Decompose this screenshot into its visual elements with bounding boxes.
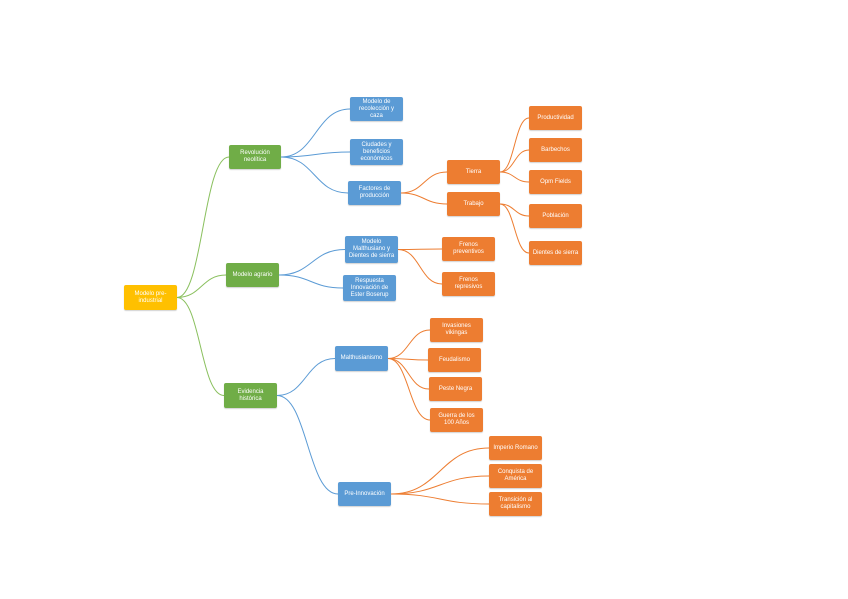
node-factores-produccion[interactable]: Factores de producción — [348, 181, 401, 205]
node-label: Barbechos — [541, 146, 570, 153]
node-modelo-agrario[interactable]: Modelo agrario — [226, 263, 279, 287]
connector-frenos-preventivos — [397, 248, 443, 250]
node-label: Pre-Innovación — [344, 490, 385, 497]
node-label: Frenos represivos — [454, 277, 483, 290]
connector-revolucion-neolitica — [176, 156, 230, 298]
node-trabajo[interactable]: Trabajo — [447, 192, 500, 216]
node-pre-innovacion[interactable]: Pre-Innovación — [338, 482, 391, 506]
node-label: Productividad — [537, 114, 574, 121]
node-label: Transición al capitalismo — [498, 497, 533, 510]
node-transicion-capitalismo[interactable]: Transición al capitalismo — [489, 492, 542, 516]
node-label: Modelo Malthusiano y Dientes de sierra — [348, 239, 395, 259]
node-frenos-preventivos[interactable]: Frenos preventivos — [442, 237, 495, 261]
node-label: Modelo pre-industrial — [134, 290, 167, 304]
node-label: Invasiones vikingas — [442, 323, 471, 336]
connector-conquista-america — [390, 475, 490, 495]
connector-transicion-capitalismo — [390, 493, 490, 505]
connector-frenos-represivos — [397, 249, 443, 285]
connector-peste-negra — [387, 358, 430, 390]
connector-modelo-agrario — [176, 274, 227, 298]
node-label: Ciudades y beneficios económicos — [360, 141, 393, 162]
node-label: Trabajo — [463, 200, 484, 207]
node-label: Población — [542, 212, 569, 219]
node-label: Opm Fields — [540, 178, 571, 185]
node-imperio-romano[interactable]: Imperio Romano — [489, 436, 542, 460]
node-modelo-recoleccion-caza[interactable]: Modelo de recolección y caza — [350, 97, 403, 121]
node-label: Peste Negra — [438, 385, 473, 392]
node-respuesta-boserup[interactable]: Respuesta Innovación de Ester Boserup — [343, 275, 396, 301]
node-label: Revolución neolítica — [240, 150, 270, 163]
connector-imperio-romano — [390, 447, 490, 495]
node-peste-negra[interactable]: Peste Negra — [429, 377, 482, 401]
node-ciudades-beneficios[interactable]: Ciudades y beneficios económicos — [350, 139, 403, 165]
node-dientes-de-sierra[interactable]: Dientes de sierra — [529, 241, 582, 265]
connector-invasiones-vikingas — [387, 329, 431, 359]
node-evidencia-historica[interactable]: Evidencia histórica — [224, 383, 277, 408]
node-modelo-malthusiano[interactable]: Modelo Malthusiano y Dientes de sierra — [345, 236, 398, 263]
connector-respuesta-boserup — [278, 274, 344, 289]
node-label: Conquista de América — [497, 469, 534, 482]
node-barbechos[interactable]: Barbechos — [529, 138, 582, 162]
node-invasiones-vikingas[interactable]: Invasiones vikingas — [430, 318, 483, 342]
node-label: Factores de producción — [358, 186, 391, 199]
node-feudalismo[interactable]: Feudalismo — [428, 348, 481, 372]
node-conquista-america[interactable]: Conquista de América — [489, 464, 542, 488]
connector-modelo-recoleccion-caza — [280, 108, 351, 158]
connector-modelo-malthusiano — [278, 249, 346, 276]
node-label: Guerra de los 100 Años — [438, 413, 475, 426]
connector-trabajo — [400, 192, 448, 205]
node-label: Respuesta Innovación de Ester Boserup — [350, 277, 389, 298]
connector-evidencia-historica — [176, 297, 225, 396]
node-productividad[interactable]: Productividad — [529, 106, 582, 130]
node-label: Tierra — [465, 168, 482, 175]
node-modelo-pre-industrial[interactable]: Modelo pre-industrial — [124, 285, 177, 310]
connector-ciudades-beneficios — [280, 151, 351, 158]
node-label: Frenos preventivos — [453, 242, 484, 255]
node-revolucion-neolitica[interactable]: Revolución neolítica — [229, 145, 281, 169]
connector-malthusianismo — [276, 358, 336, 396]
connector-open-fields — [499, 171, 530, 183]
node-label: Modelo de recolección y caza — [358, 98, 394, 119]
connector-productividad — [499, 117, 530, 173]
node-tierra[interactable]: Tierra — [447, 160, 500, 184]
node-label: Feudalismo — [438, 356, 470, 363]
node-malthusianismo[interactable]: Malthusianismo — [335, 346, 388, 371]
node-guerra-100-anos[interactable]: Guerra de los 100 Años — [430, 408, 483, 432]
node-label: Evidencia histórica — [237, 388, 264, 402]
connector-guerra-100-anos — [387, 358, 431, 421]
node-label: Modelo agrario — [232, 271, 273, 278]
connector-barbechos — [499, 149, 530, 173]
connector-dientes-de-sierra — [499, 203, 530, 254]
node-label: Malthusianismo — [340, 355, 383, 361]
node-open-fields[interactable]: Opm Fields — [529, 170, 582, 194]
connector-pre-innovacion — [276, 395, 339, 495]
connector-tierra — [400, 171, 448, 194]
node-poblacion[interactable]: Población — [529, 204, 582, 228]
node-label: Dientes de sierra — [532, 249, 579, 256]
node-frenos-represivos[interactable]: Frenos represivos — [442, 272, 495, 296]
connector-factores-produccion — [280, 156, 349, 194]
node-label: Imperio Romano — [493, 444, 538, 451]
